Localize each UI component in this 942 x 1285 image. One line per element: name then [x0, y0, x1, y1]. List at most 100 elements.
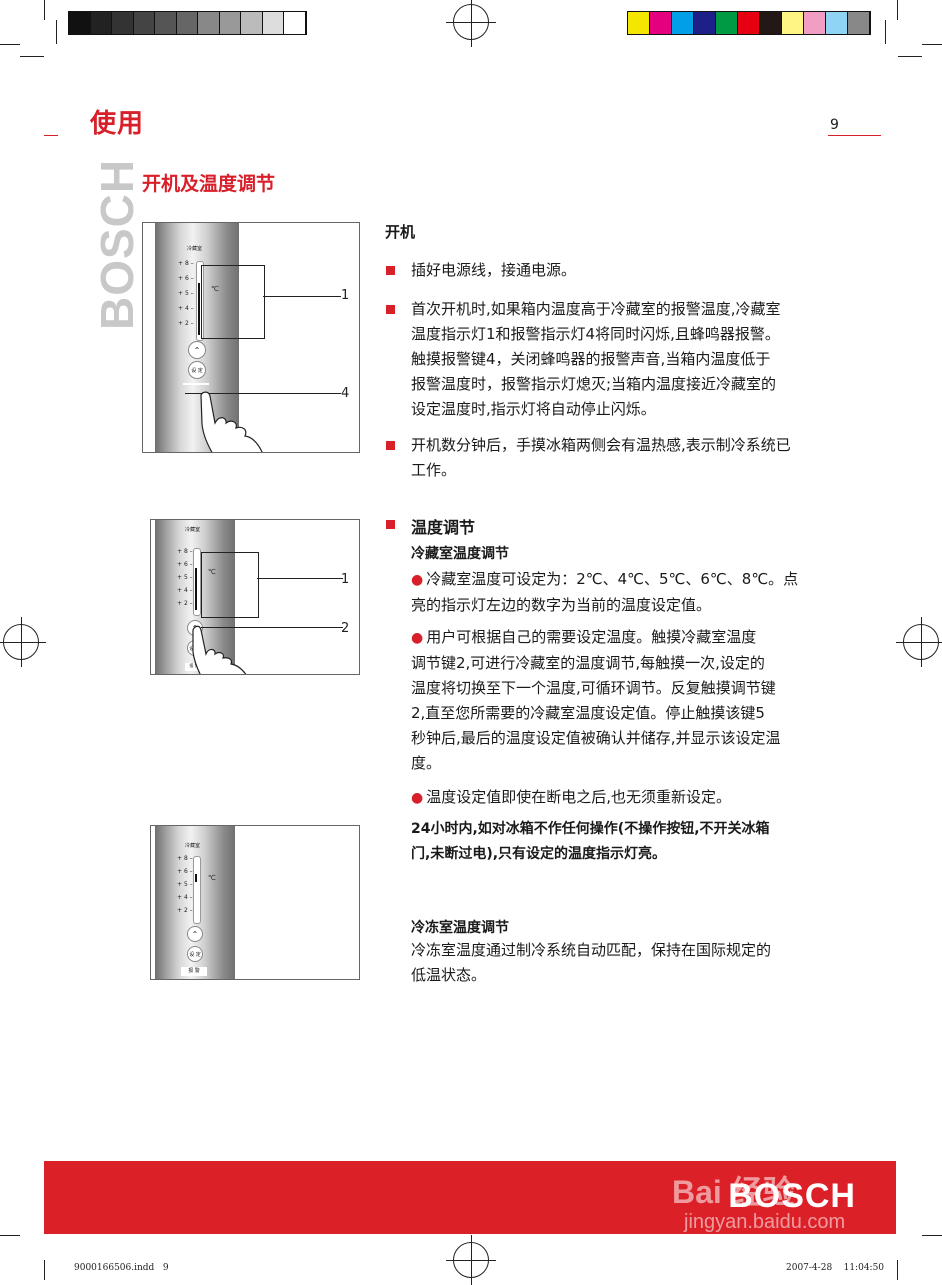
color-swatch — [760, 12, 782, 34]
color-swatch — [650, 12, 672, 34]
bullet-marker — [386, 266, 395, 275]
alarm-indicator — [183, 383, 209, 385]
callout-leader — [257, 578, 343, 579]
unit-label: ℃ — [211, 285, 219, 293]
footer-brand-logo: BOSCH — [728, 1177, 856, 1215]
crop-mark — [922, 1235, 942, 1236]
registration-mark-right — [896, 617, 942, 667]
gray-swatch — [112, 12, 134, 34]
crop-mark — [0, 44, 20, 45]
color-swatch — [804, 12, 826, 34]
indicator-tube — [193, 548, 201, 616]
startup-bullet: 首次开机时,如果箱内温度高于冷藏室的报警温度,冷藏室温度指示灯1和报警指示灯4将… — [411, 300, 781, 418]
registration-mark-bottom — [446, 1235, 496, 1285]
bullet-marker — [386, 305, 395, 314]
indicator-tube — [193, 856, 201, 924]
fridge-item: ●温度设定值即使在断电之后,也无须重新设定。 — [411, 788, 731, 806]
gray-swatch — [176, 12, 198, 34]
set-button: 设 定 — [187, 946, 203, 962]
callout-leader — [201, 627, 343, 628]
fridge-item: ●用户可根据自己的需要设定温度。触摸冷藏室温度 调节键2,可进行冷藏室的温度调节… — [411, 628, 781, 772]
slug-left: 9000166506.indd 9 — [74, 1263, 169, 1273]
watermark-url: jingyan.baidu.com — [684, 1211, 846, 1233]
crop-mark — [20, 56, 44, 57]
callout-leader — [263, 296, 341, 297]
temp-heading: 温度调节 — [411, 518, 476, 537]
gray-swatch — [155, 12, 177, 34]
alarm-button: 报 警 — [185, 663, 203, 671]
temperature-scale: + 8 –+ 6 –+ 5 –+ 4 –+ 2 – — [178, 260, 194, 327]
dot-bullet: ● — [411, 572, 424, 588]
color-swatch — [716, 12, 738, 34]
gray-swatch — [219, 12, 241, 34]
color-swatch — [628, 12, 650, 34]
figure-startup-panel: 冷藏室 + 8 –+ 6 –+ 5 –+ 4 –+ 2 – ℃ ⌃ 设 定 — [142, 222, 360, 453]
figure-idle-panel: 冷藏室 + 8 –+ 6 –+ 5 –+ 4 –+ 2 – ℃ ⌃ 设 定 报 … — [150, 825, 360, 980]
callout-box-indicator — [201, 552, 259, 618]
indicator-light — [195, 874, 197, 882]
crop-mark — [898, 56, 922, 57]
color-bar — [627, 11, 871, 35]
callout-leader — [185, 393, 341, 394]
adjust-button: ⌃ — [187, 926, 203, 942]
registration-mark-top — [446, 0, 496, 47]
indicator-tube — [196, 261, 204, 341]
freezer-text: 冷冻室温度通过制冷系统自动匹配，保持在国际规定的低温状态。 — [411, 941, 772, 984]
temperature-scale: + 8 –+ 6 –+ 5 –+ 4 –+ 2 – — [177, 548, 193, 607]
section-title: 开机及温度调节 — [142, 173, 276, 195]
startup-bullet: 插好电源线，接通电源。 — [411, 261, 577, 279]
chapter-title: 使用 — [90, 109, 145, 139]
startup-bullet: 开机数分钟后，手摸冰箱两侧会有温热感,表示制冷系统已工作。 — [411, 436, 791, 479]
gray-swatch — [69, 12, 91, 34]
unit-label: ℃ — [208, 874, 216, 882]
side-brand-logo: BOSCH — [91, 158, 143, 330]
dot-bullet: ● — [411, 790, 424, 806]
bullet-marker — [386, 441, 395, 450]
crop-mark — [56, 20, 57, 44]
slug-right: 2007-4-28 11:04:50 — [786, 1263, 885, 1273]
color-swatch — [848, 12, 870, 34]
color-swatch — [782, 12, 804, 34]
crop-mark — [897, 0, 898, 20]
crop-mark — [0, 1235, 20, 1236]
callout-box-indicator — [201, 265, 265, 339]
finger-hand-icon — [192, 625, 247, 674]
color-swatch — [672, 12, 694, 34]
crop-mark — [922, 44, 942, 45]
callout-number: 2 — [341, 621, 350, 636]
unit-label: ℃ — [208, 568, 216, 576]
gray-swatch — [284, 12, 306, 34]
finger-hand-icon — [200, 391, 263, 452]
callout-number: 1 — [341, 572, 350, 587]
gray-swatch — [198, 12, 220, 34]
dot-bullet: ● — [411, 630, 424, 646]
crop-mark — [897, 1260, 898, 1280]
gray-swatch — [90, 12, 112, 34]
header-rule-right — [828, 135, 881, 136]
registration-mark-left — [0, 617, 46, 667]
gray-swatch — [241, 12, 263, 34]
gray-swatch — [262, 12, 284, 34]
gray-swatch — [133, 12, 155, 34]
color-swatch — [694, 12, 716, 34]
header-rule-left — [44, 135, 58, 136]
panel-title: 冷藏室 — [187, 246, 203, 252]
footer-band: BOSCH Bai 经验 jingyan.baidu.com — [44, 1161, 896, 1234]
indicator-light — [198, 283, 200, 335]
adjust-button: ⌃ — [188, 341, 206, 359]
fridge-temp-heading: 冷藏室温度调节 — [411, 546, 509, 562]
panel-title: 冷藏室 — [185, 527, 201, 533]
crop-mark — [44, 0, 45, 20]
callout-number: 1 — [341, 288, 350, 303]
indicator-light — [195, 568, 197, 610]
alarm-button: 报 警 — [181, 967, 207, 976]
set-button: 设 定 — [188, 361, 206, 379]
startup-heading: 开机 — [385, 223, 416, 241]
crop-mark — [885, 20, 886, 44]
temperature-scale: + 8 –+ 6 –+ 5 –+ 4 –+ 2 – — [177, 855, 193, 914]
callout-number: 4 — [341, 386, 350, 401]
freezer-temp-heading: 冷冻室温度调节 — [411, 920, 509, 936]
panel-title: 冷藏室 — [185, 843, 201, 849]
figure-fridge-adjust-panel: 冷藏室 + 8 –+ 6 –+ 5 –+ 4 –+ 2 – ℃ ⌃ 设 定 报 … — [150, 519, 360, 675]
idle-note: 24小时内,如对冰箱不作任何操作(不操作按钮,不开关冰箱门,未断过电),只有设定… — [411, 821, 770, 862]
